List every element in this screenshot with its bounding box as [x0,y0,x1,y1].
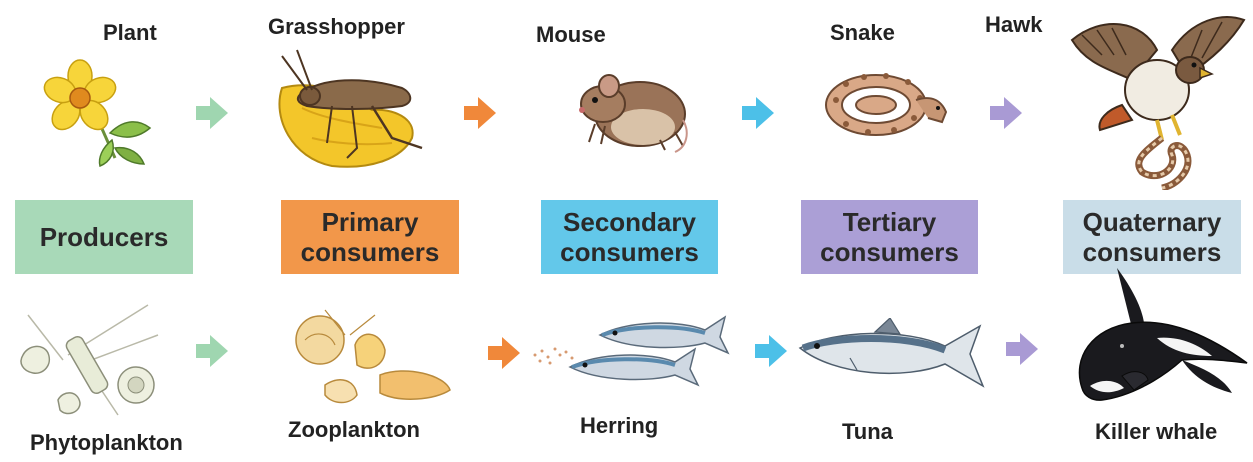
level-producers: Producers [15,200,193,274]
arrow-phytoplankton-to-zooplankton [196,335,228,367]
grasshopper-illustration [262,48,432,173]
level-secondary-consumers: Secondary consumers [541,200,718,274]
label-snake: Snake [830,20,895,46]
arrow-snake-to-hawk [990,97,1022,129]
level-primary-line1: Primary [322,207,419,237]
label-herring: Herring [580,413,658,439]
arrow-grasshopper-to-mouse [464,97,496,129]
label-grasshopper: Grasshopper [268,14,405,40]
level-secondary-line2: consumers [560,237,699,267]
label-plant: Plant [103,20,157,46]
level-quaternary-line1: Quaternary [1083,207,1222,237]
level-primary-line2: consumers [301,237,440,267]
label-zooplankton: Zooplankton [288,417,420,443]
arrow-tuna-to-killer-whale [1006,333,1038,365]
label-tuna: Tuna [842,419,893,445]
arrow-mouse-to-snake [742,97,774,129]
arrow-herring-to-tuna [755,335,787,367]
killer-whale-illustration [1062,268,1252,413]
level-producers-line1: Producers [40,222,169,252]
phytoplankton-illustration [8,295,178,425]
level-tertiary-consumers: Tertiary consumers [801,200,978,274]
herring-illustration [530,305,730,390]
level-secondary-line1: Secondary [563,207,696,237]
hawk-illustration [1062,10,1247,190]
level-tertiary-line2: consumers [820,237,959,267]
arrow-plant-to-grasshopper [196,97,228,129]
arrow-zooplankton-to-herring [488,337,520,369]
level-quaternary-line2: consumers [1083,237,1222,267]
level-quaternary-consumers: Quaternary consumers [1063,200,1241,274]
plant-illustration [40,58,160,168]
zooplankton-illustration [285,305,455,415]
label-killer-whale: Killer whale [1095,419,1217,445]
label-phytoplankton: Phytoplankton [30,430,183,456]
label-mouse: Mouse [536,22,606,48]
level-primary-consumers: Primary consumers [281,200,459,274]
snake-illustration [816,60,956,145]
tuna-illustration [795,318,985,403]
mouse-illustration [565,62,695,157]
level-tertiary-line1: Tertiary [843,207,936,237]
label-hawk: Hawk [985,12,1042,38]
